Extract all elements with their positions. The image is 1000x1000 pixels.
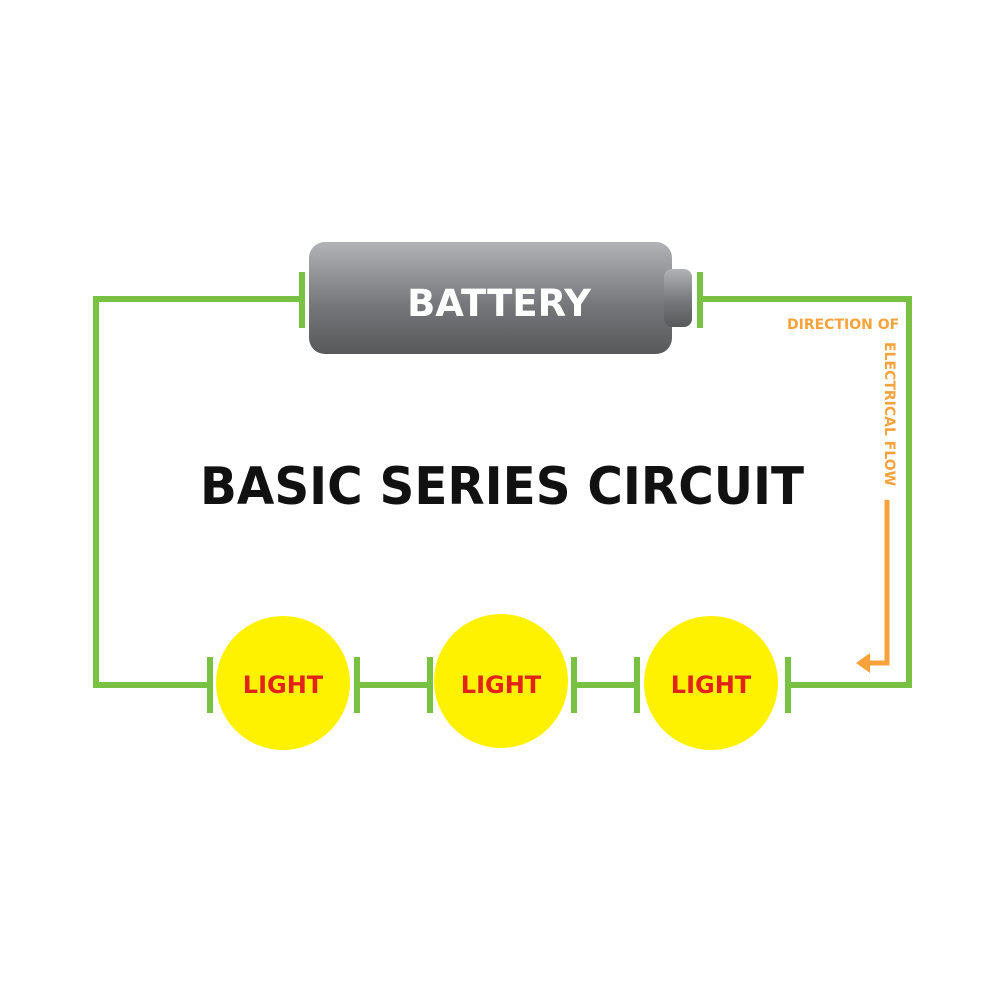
wire-left	[93, 296, 302, 688]
light-3: LIGHT	[644, 616, 778, 750]
battery-cap	[664, 269, 692, 327]
flow-arrowhead-icon	[856, 653, 870, 673]
terminal-bars	[207, 272, 791, 713]
light-3-bulb	[644, 616, 778, 750]
light-1-bulb	[216, 616, 350, 750]
wire-right	[697, 296, 912, 688]
flow-annotation: DIRECTION OF ELECTRICAL FLOW	[787, 317, 899, 673]
light-2-label: LIGHT	[461, 671, 542, 699]
battery-label: BATTERY	[407, 282, 592, 325]
battery: BATTERY	[309, 242, 692, 354]
diagram-title: BASIC SERIES CIRCUIT	[200, 457, 804, 517]
light-2: LIGHT	[434, 614, 568, 748]
flow-label-line1: DIRECTION OF	[787, 317, 899, 333]
light-1: LIGHT	[216, 616, 350, 750]
light-1-label: LIGHT	[243, 671, 324, 699]
light-2-bulb	[434, 614, 568, 748]
battery-body	[309, 242, 672, 354]
flow-label-line2: ELECTRICAL FLOW	[881, 342, 897, 486]
light-3-label: LIGHT	[671, 671, 752, 699]
flow-arrow-icon	[862, 500, 890, 666]
circuit-wires	[93, 296, 912, 688]
